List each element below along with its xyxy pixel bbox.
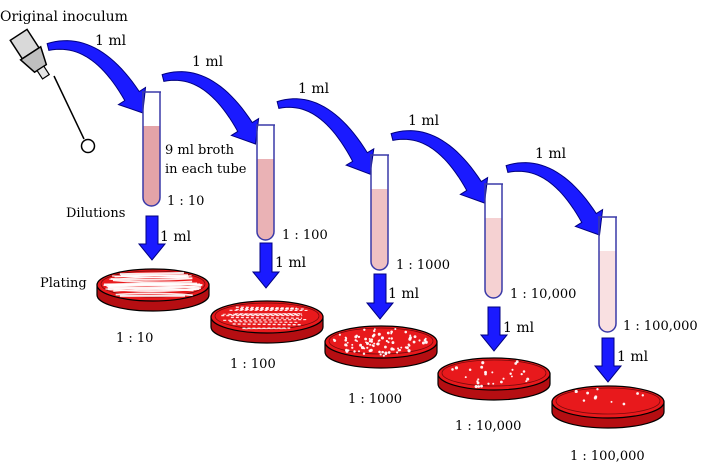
tube-glass <box>484 184 503 299</box>
broth-note-line-1: 9 ml broth <box>165 143 235 158</box>
petri-plate-2 <box>210 300 324 344</box>
transfer-arrow-3 <box>276 98 375 175</box>
test-tube-4 <box>484 183 503 299</box>
plate-dilution-label-4: 1 : 10,000 <box>455 419 521 434</box>
transfer-label-2: 1 ml <box>192 54 224 70</box>
dilutions-label: Dilutions <box>66 206 125 221</box>
plating-arrow-3 <box>365 273 395 320</box>
tube-broth <box>599 251 616 332</box>
plating-arrow-1 <box>137 215 167 261</box>
transfer-label-4: 1 ml <box>408 113 440 129</box>
tube-glass <box>142 92 161 207</box>
tube-dilution-label-5: 1 : 100,000 <box>623 319 698 334</box>
tube-broth <box>257 159 274 240</box>
tube-broth <box>485 218 502 298</box>
plate-dilution-label-3: 1 : 1000 <box>348 392 402 407</box>
transfer-arrow-2 <box>161 71 260 145</box>
tube-dilution-label-4: 1 : 10,000 <box>510 287 576 302</box>
plating-transfer-label-2: 1 ml <box>275 255 307 271</box>
transfer-arrow-4 <box>390 130 489 204</box>
tube-dilution-label-3: 1 : 1000 <box>396 258 450 273</box>
original-inoculum-label: Original inoculum <box>0 9 128 25</box>
plating-transfer-label-4: 1 ml <box>503 320 535 336</box>
plating-arrow-5 <box>593 337 623 383</box>
tube-broth <box>371 189 388 270</box>
plating-transfer-label-5: 1 ml <box>617 349 649 365</box>
transfer-arrow-1 <box>46 40 147 114</box>
test-tube-3 <box>370 154 389 271</box>
bacterial-growth <box>451 360 530 389</box>
petri-plate-4 <box>437 357 551 401</box>
tube-dilution-label-1: 1 : 10 <box>167 194 204 209</box>
agar-surface <box>437 357 551 391</box>
transfer-label-1: 1 ml <box>95 33 127 49</box>
bacterial-growth <box>103 271 203 297</box>
agar-surface <box>210 300 324 334</box>
test-tube-1 <box>142 91 161 207</box>
tube-dilution-label-2: 1 : 100 <box>282 228 328 243</box>
petri-plate-3 <box>324 325 438 369</box>
tube-broth <box>143 126 160 206</box>
plate-dilution-label-1: 1 : 10 <box>116 331 153 346</box>
test-tube-5 <box>598 216 617 333</box>
plating-transfer-label-1: 1 ml <box>160 229 192 245</box>
bacterial-growth <box>332 327 428 357</box>
plating-arrow-2 <box>251 242 281 289</box>
pipette-icon <box>9 28 96 154</box>
tube-glass <box>598 217 617 333</box>
plate-dilution-label-5: 1 : 100,000 <box>570 449 645 464</box>
transfer-label-3: 1 ml <box>298 81 330 97</box>
petri-plate-5 <box>551 385 665 429</box>
agar-surface <box>551 385 665 419</box>
transfer-label-5: 1 ml <box>535 146 567 162</box>
tube-glass <box>256 125 275 241</box>
plating-label: Plating <box>40 276 87 291</box>
plating-arrow-4 <box>479 306 509 352</box>
transfer-arrow-5 <box>505 162 604 236</box>
tube-glass <box>370 155 389 271</box>
bacterial-growth <box>574 388 644 406</box>
bacterial-growth <box>221 306 309 330</box>
petri-plate-1 <box>96 268 210 312</box>
agar-surface <box>324 325 438 359</box>
broth-note-line-2: in each tube <box>165 162 247 177</box>
test-tube-2 <box>256 124 275 241</box>
plating-transfer-label-3: 1 ml <box>388 286 420 302</box>
plate-dilution-label-2: 1 : 100 <box>230 357 276 372</box>
